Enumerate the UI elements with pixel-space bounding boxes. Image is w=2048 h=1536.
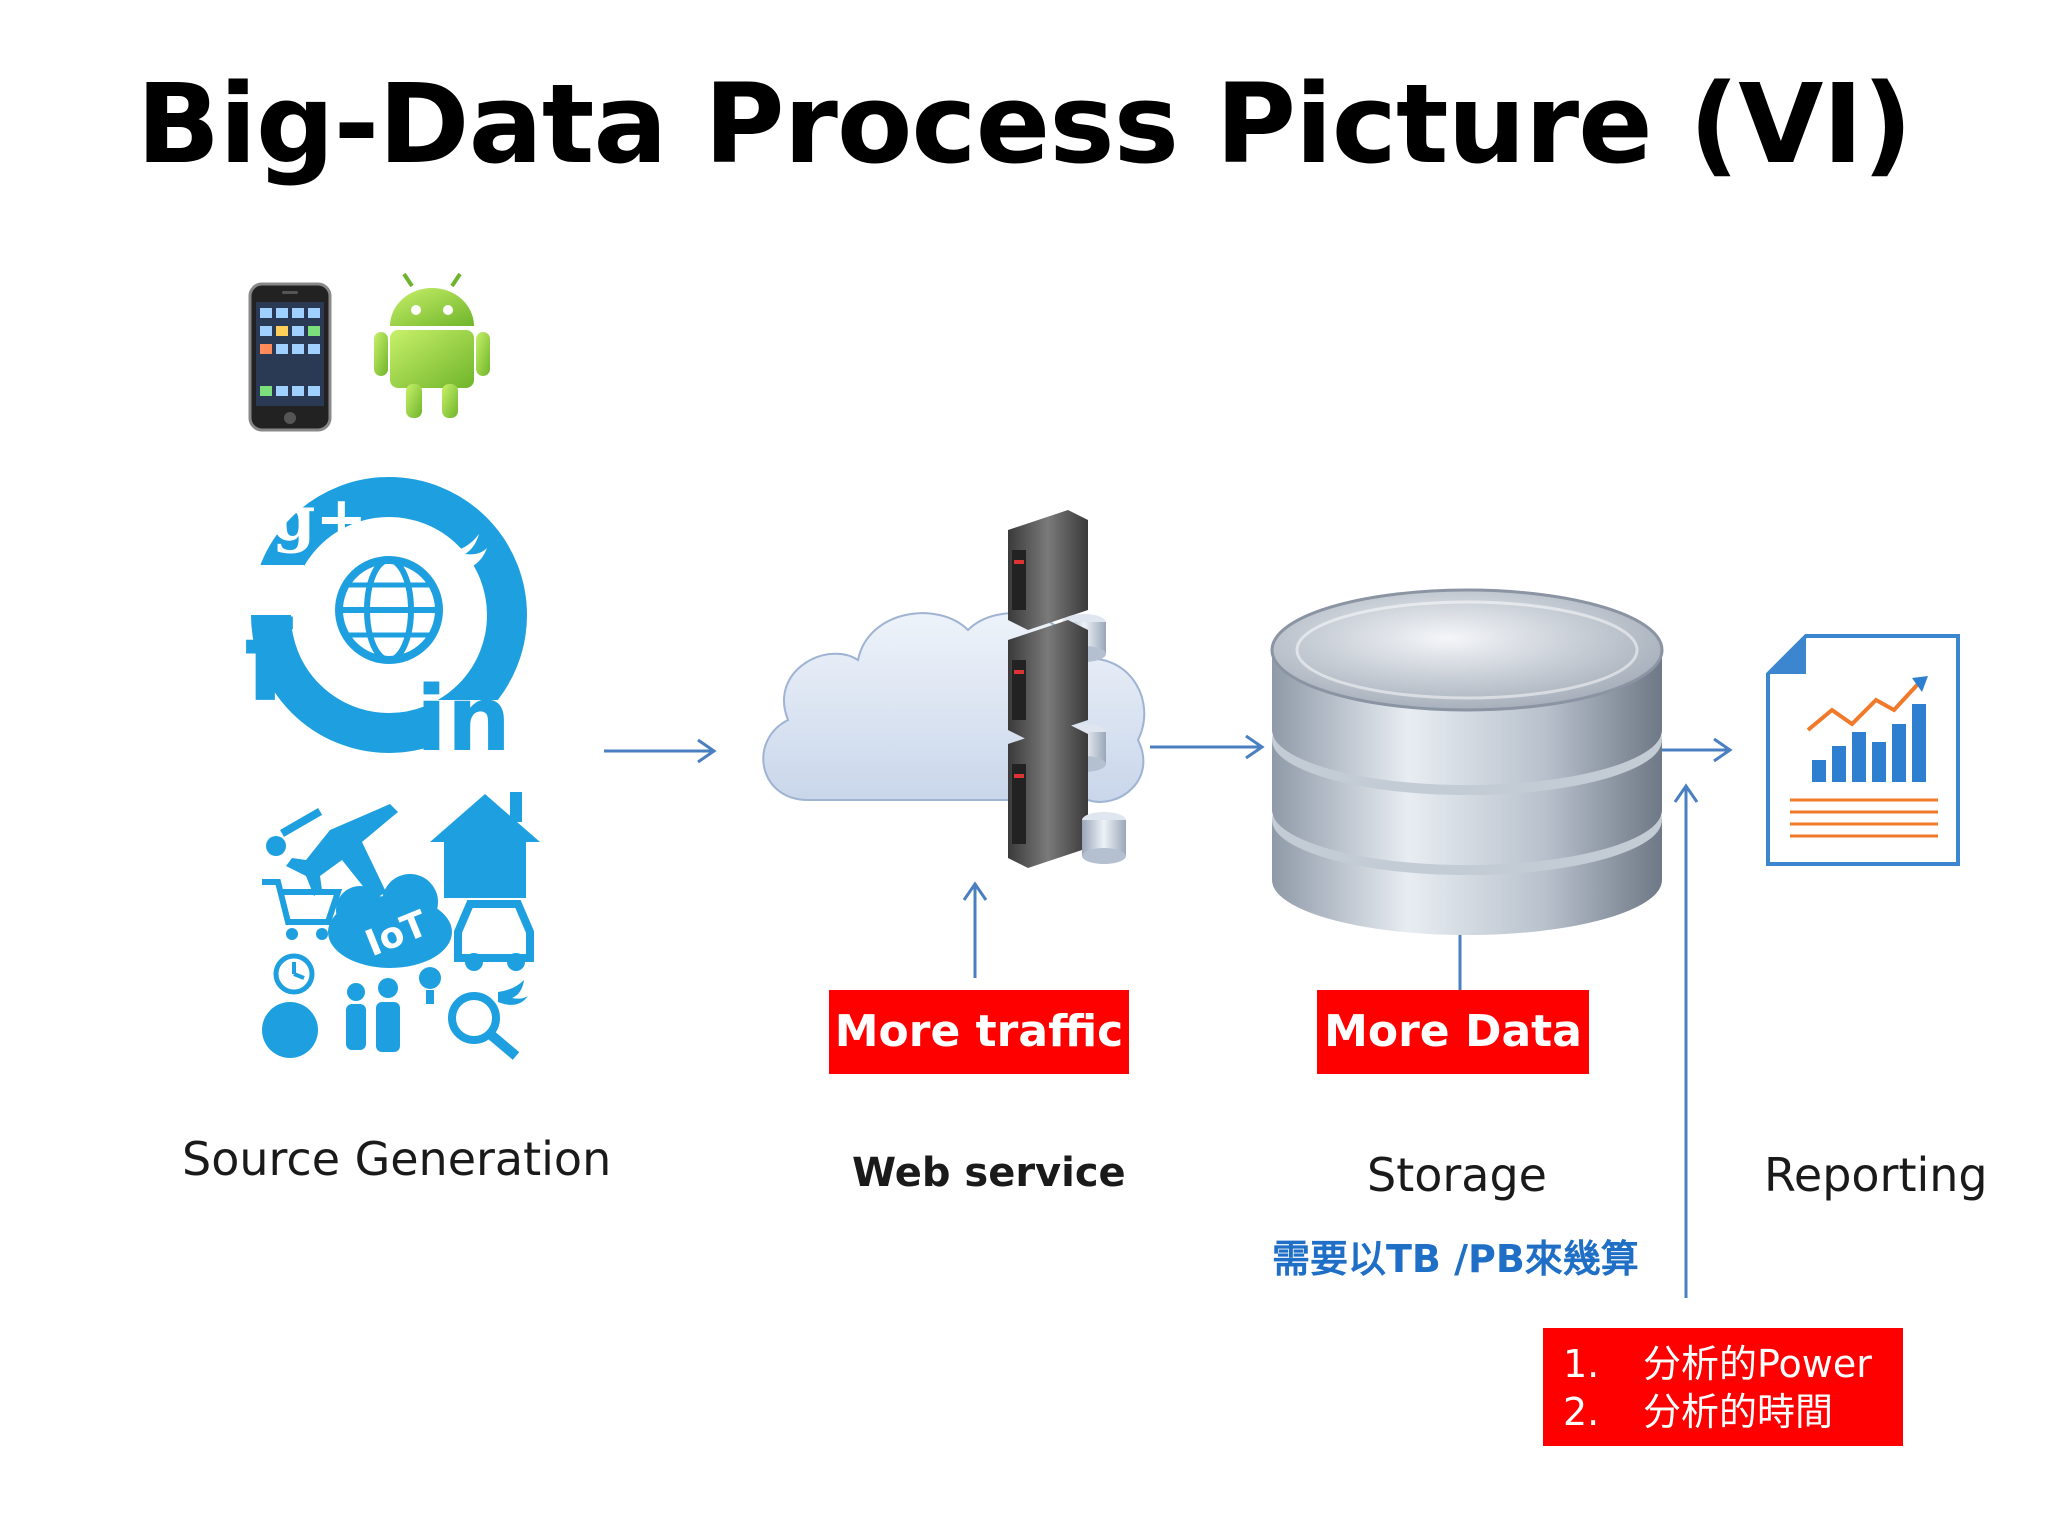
report-document-icon (1766, 634, 1960, 866)
stage-label-source: Source Generation (182, 1132, 612, 1186)
more-traffic-callout: More traffic (829, 990, 1129, 1074)
page-title: Big-Data Process Picture (VI) (136, 60, 1912, 188)
list-item-text: 分析的Power (1643, 1342, 1872, 1386)
web-service-cloud-icon (762, 510, 1146, 868)
smartphone-icon (248, 282, 332, 432)
list-item-number: 2. (1563, 1390, 1600, 1434)
list-item: 1. 分析的Power (1563, 1340, 1903, 1388)
social-network-icon: g+ f in (244, 477, 534, 755)
svg-text:in: in (416, 667, 511, 755)
stage-label-web: Web service (852, 1150, 1126, 1196)
storage-note: 需要以TB /PB來幾算 (1272, 1237, 1639, 1281)
more-data-callout: More Data (1317, 990, 1589, 1074)
iot-devices-icon: IoT (262, 792, 540, 1060)
server-rack-icon (1008, 510, 1126, 868)
android-icon (374, 272, 490, 418)
svg-text:g+: g+ (272, 482, 367, 555)
database-icon (1270, 588, 1664, 935)
svg-text:f: f (244, 598, 293, 726)
list-item: 2. 分析的時間 (1563, 1388, 1903, 1436)
list-item-text: 分析的時間 (1643, 1390, 1834, 1434)
list-item-number: 1. (1563, 1342, 1600, 1386)
stage-label-reporting: Reporting (1764, 1148, 1988, 1202)
analysis-list: 1. 分析的Power 2. 分析的時間 (1543, 1328, 1903, 1446)
stage-label-storage: Storage (1367, 1148, 1547, 1202)
